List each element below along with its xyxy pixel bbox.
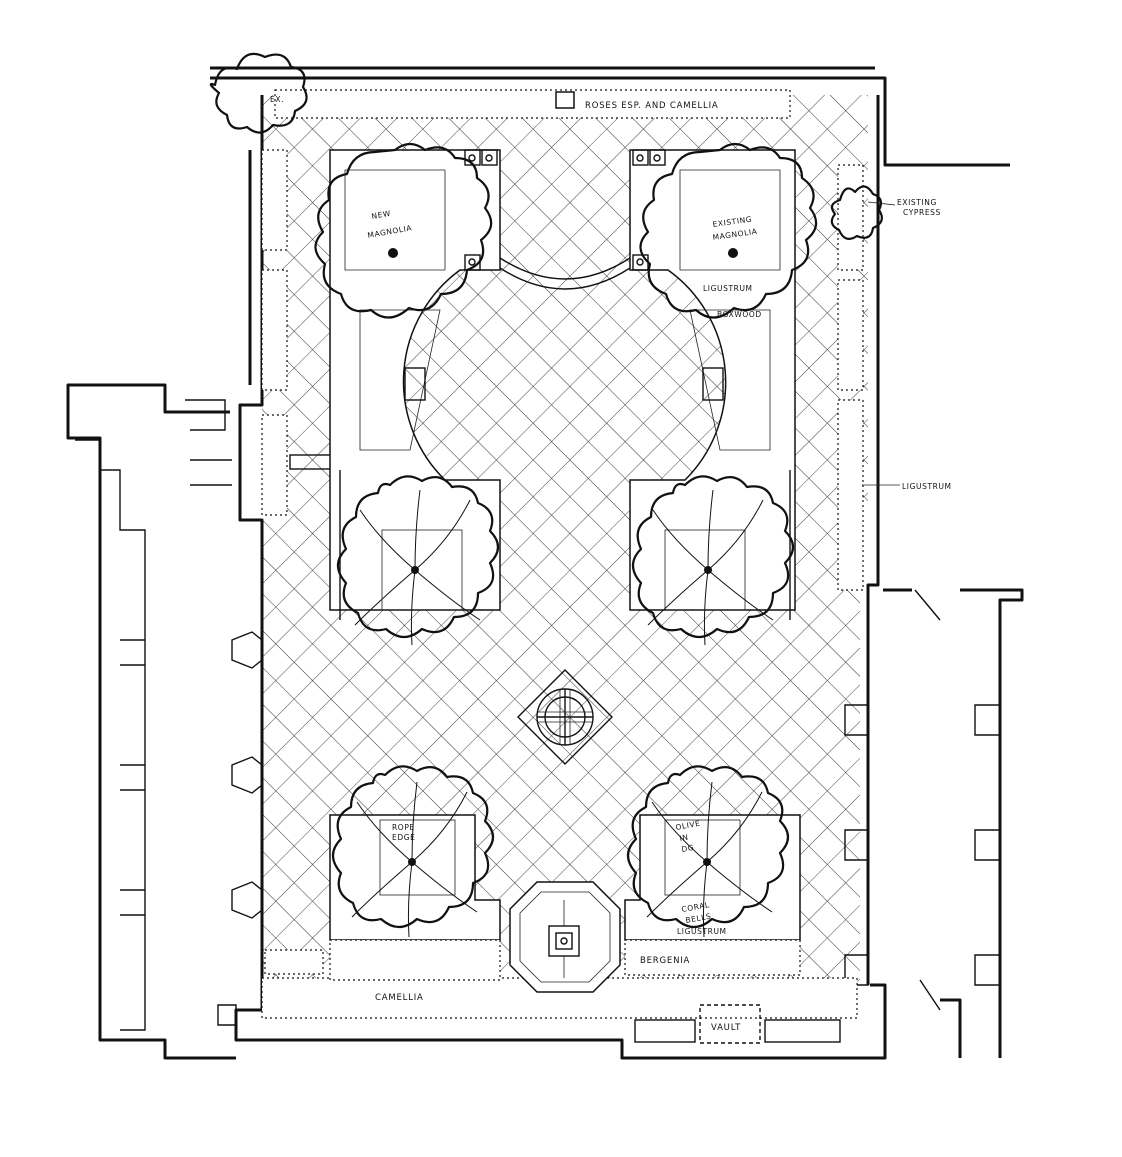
tree-new-magnolia: [314, 142, 493, 319]
tree-olive-lower-left: [331, 765, 495, 938]
label-existing-cypress-2: CYPRESS: [903, 208, 941, 217]
label-ex: EX.: [270, 95, 284, 104]
label-boxwood: BOXWOOD: [717, 310, 762, 319]
label-new-magnolia-1: NEW: [371, 209, 392, 221]
tree-olive-lower-right: [626, 765, 790, 938]
octagonal-fountain: [509, 881, 621, 993]
tree-existing-left-wall: [209, 52, 308, 134]
label-olive-2: IN: [679, 833, 689, 843]
vault: [634, 1004, 841, 1044]
label-ligustrum-right: LIGUSTRUM: [902, 482, 952, 491]
trunk-dot: [388, 248, 398, 258]
trunk-dot: [728, 248, 738, 258]
label-coral-bells-2: BELLS: [685, 912, 712, 925]
label-olive-1: OLIVE: [675, 819, 701, 832]
label-bergenia: BERGENIA: [640, 956, 690, 966]
compass-medallion: [517, 669, 613, 765]
label-existing-cypress-1: EXISTING: [897, 198, 937, 207]
tree-existing-cypress: [830, 185, 883, 240]
plan-labels: EX. ROSES ESP. AND CAMELLIA EXISTING CYP…: [270, 95, 952, 1033]
left-building-piers: [75, 399, 263, 1031]
right-building-piers: [844, 589, 1001, 1011]
leader-lines: [862, 201, 900, 486]
label-ligustrum-top: LIGUSTRUM: [703, 284, 753, 293]
label-roses: ROSES ESP. AND CAMELLIA: [585, 101, 719, 111]
label-rope-edge-1: ROPE: [392, 823, 415, 832]
label-rope-edge-2: EDGE: [392, 833, 415, 842]
label-ligustrum-bottom: LIGUSTRUM: [677, 927, 727, 936]
tree-olive-upper-left: [336, 475, 500, 646]
tree-existing-magnolia: [639, 142, 818, 319]
perimeter-beds: [261, 89, 864, 1019]
tree-olive-upper-right: [631, 475, 795, 646]
label-olive-3: DG: [681, 843, 695, 854]
label-vault: VAULT: [711, 1023, 741, 1033]
label-camellia: CAMELLIA: [375, 993, 424, 1003]
lower-planters: [329, 814, 801, 981]
